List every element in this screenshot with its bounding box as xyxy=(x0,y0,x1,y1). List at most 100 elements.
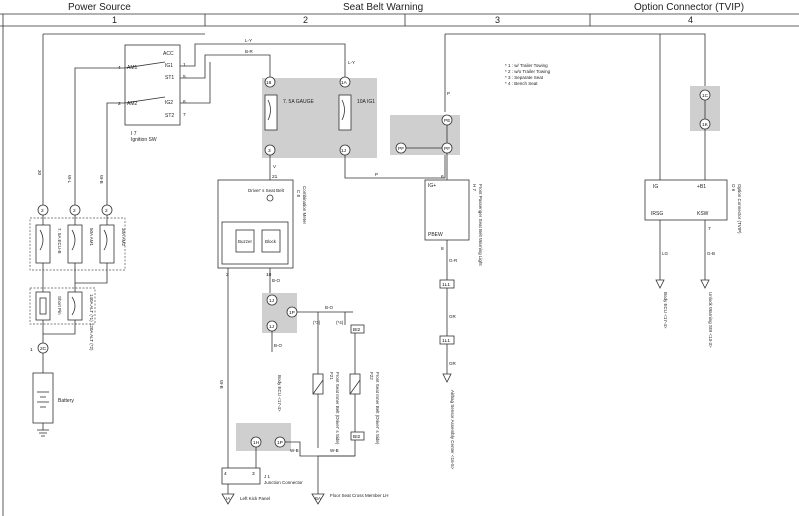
svg-text:L-Y: L-Y xyxy=(245,38,252,43)
fuse-gauge: 18 7. 5A GAUGE 3 xyxy=(264,76,315,156)
svg-text:W-L: W-L xyxy=(67,175,72,184)
svg-text:* 1 : w/ Trailer Towing: * 1 : w/ Trailer Towing xyxy=(505,63,548,68)
svg-text:Junction Connector: Junction Connector xyxy=(264,480,303,485)
fusible-link: 140A ALT (*1) 120A ALT (*2) xyxy=(67,291,94,351)
svg-text:Driver' s Seat Belt: Driver' s Seat Belt xyxy=(248,188,285,193)
svg-text:Front Seat Inner Belt (Driver': Front Seat Inner Belt (Driver' s Side) xyxy=(335,372,340,445)
column-4: 4 xyxy=(688,15,693,25)
svg-text:(*4): (*4) xyxy=(336,320,344,325)
svg-text:G-B: G-B xyxy=(707,251,715,256)
svg-text:B-O: B-O xyxy=(325,305,334,310)
svg-text:GR: GR xyxy=(449,314,457,319)
svg-text:3: 3 xyxy=(252,471,255,477)
svg-text:5: 5 xyxy=(183,74,186,80)
svg-text:* 3 : Separate Seat: * 3 : Separate Seat xyxy=(505,75,544,80)
fuse-am1: 2 50A AM1 xyxy=(67,204,94,264)
svg-text:Combination Meter: Combination Meter xyxy=(302,186,307,225)
svg-text:I 7: I 7 xyxy=(131,131,137,137)
svg-text:KSW: KSW xyxy=(697,211,709,217)
svg-text:IG2: IG2 xyxy=(165,100,173,106)
svg-text:B-R: B-R xyxy=(245,49,254,54)
ref-body-ecu-2: Body ECU <17-4> xyxy=(663,292,668,329)
svg-text:2C: 2C xyxy=(40,346,47,352)
svg-text:BI2: BI2 xyxy=(353,327,361,333)
svg-text:6: 6 xyxy=(183,99,186,105)
column-2: 2 xyxy=(303,15,308,25)
svg-text:Front Passenger Seat Belt Warn: Front Passenger Seat Belt Warning Light xyxy=(478,184,483,266)
section-seat-belt-warning: Seat Belt Warning xyxy=(343,2,423,13)
svg-text:ACC: ACC xyxy=(163,51,174,57)
svg-text:PF: PF xyxy=(398,146,404,152)
svg-text:1C: 1C xyxy=(702,93,709,99)
svg-text:O 6: O 6 xyxy=(731,184,736,192)
svg-text:1P: 1P xyxy=(289,310,295,316)
svg-text:4: 4 xyxy=(224,471,227,477)
svg-text:30: 30 xyxy=(37,170,42,176)
svg-text:1H: 1H xyxy=(253,440,260,446)
ignition-switch: ACC IG1 ST1 IG2 ST2 AM1 AM2 4 1 5 2 6 7 … xyxy=(118,44,186,143)
buckle-f21: F21 Front Seat Inner Belt (Driver' s Sid… xyxy=(312,372,340,445)
svg-text:ST2: ST2 xyxy=(165,113,174,119)
svg-text:10: 10 xyxy=(266,272,272,278)
column-1: 1 xyxy=(112,15,117,25)
svg-text:F21: F21 xyxy=(329,372,334,380)
svg-text:2: 2 xyxy=(105,208,108,214)
svg-text:PBEW: PBEW xyxy=(428,232,443,238)
fuse-ecu-b: 2 7. 5A ECU-B xyxy=(35,204,62,264)
svg-text:7: 7 xyxy=(708,226,711,232)
svg-text:PE: PE xyxy=(444,118,450,124)
svg-text:1J: 1J xyxy=(269,298,275,304)
svg-text:IRSG: IRSG xyxy=(651,211,663,217)
svg-text:H 7: H 7 xyxy=(472,184,477,192)
ground-left-kick-panel: IA Left Kick Panel xyxy=(221,493,270,505)
svg-text:B-O: B-O xyxy=(274,343,283,348)
svg-text:AM1: AM1 xyxy=(127,65,138,71)
svg-text:(*3): (*3) xyxy=(313,320,321,325)
svg-text:W-B: W-B xyxy=(330,448,339,453)
svg-text:7. 5A GAUGE: 7. 5A GAUGE xyxy=(283,99,315,105)
svg-text:AM2: AM2 xyxy=(127,101,138,107)
section-power-source: Power Source xyxy=(68,2,131,13)
svg-text:W-B: W-B xyxy=(290,448,299,453)
svg-text:G-R: G-R xyxy=(449,258,458,263)
svg-text:1A: 1A xyxy=(341,80,348,86)
svg-text:8: 8 xyxy=(441,246,444,252)
svg-text:Floor Seat Cross Member LH: Floor Seat Cross Member LH xyxy=(330,493,389,498)
svg-text:* 4 : Bench Seat: * 4 : Bench Seat xyxy=(505,81,538,86)
battery: Battery xyxy=(32,372,74,424)
legend: * 1 : w/ Trailer Towing * 2 : w/o Traile… xyxy=(505,63,551,86)
svg-text:2: 2 xyxy=(118,101,121,107)
svg-text:1K: 1K xyxy=(702,122,709,128)
short-pin: Short Pin xyxy=(35,291,62,321)
svg-text:P: P xyxy=(447,91,450,96)
svg-text:P: P xyxy=(375,172,378,177)
fuse-am2: 2 30A AM2 xyxy=(99,204,126,264)
svg-text:21: 21 xyxy=(272,174,278,180)
svg-text:GR: GR xyxy=(449,361,457,366)
svg-text:BI2: BI2 xyxy=(353,434,361,440)
ground-floor-seat: BA Floor Seat Cross Member LH xyxy=(311,493,389,505)
svg-text:6: 6 xyxy=(441,174,444,180)
svg-text:IG+: IG+ xyxy=(428,183,436,189)
svg-text:J 1: J 1 xyxy=(264,474,271,479)
svg-text:* 2 : w/o Trailer Towing: * 2 : w/o Trailer Towing xyxy=(505,69,551,74)
svg-text:1J: 1J xyxy=(341,148,347,154)
svg-text:50A AM1: 50A AM1 xyxy=(89,228,94,247)
svg-text:1P: 1P xyxy=(277,440,283,446)
svg-text:IG1: IG1 xyxy=(165,63,173,69)
svg-text:1: 1 xyxy=(183,62,186,68)
svg-text:W-B: W-B xyxy=(219,380,224,389)
svg-text:2: 2 xyxy=(41,208,44,214)
svg-text:Short Pin: Short Pin xyxy=(57,296,62,315)
svg-text:2: 2 xyxy=(73,208,76,214)
svg-text:7: 7 xyxy=(183,112,186,118)
svg-text:1: 1 xyxy=(30,347,33,353)
svg-text:18: 18 xyxy=(266,80,272,86)
svg-text:LG: LG xyxy=(662,251,669,256)
ref-body-ecu-1: Body ECU <17-4> xyxy=(277,375,282,412)
svg-text:IA: IA xyxy=(226,496,230,501)
svg-text:L-Y: L-Y xyxy=(348,60,355,65)
svg-text:Battery: Battery xyxy=(58,398,74,404)
svg-text:10A IG1: 10A IG1 xyxy=(357,99,375,105)
